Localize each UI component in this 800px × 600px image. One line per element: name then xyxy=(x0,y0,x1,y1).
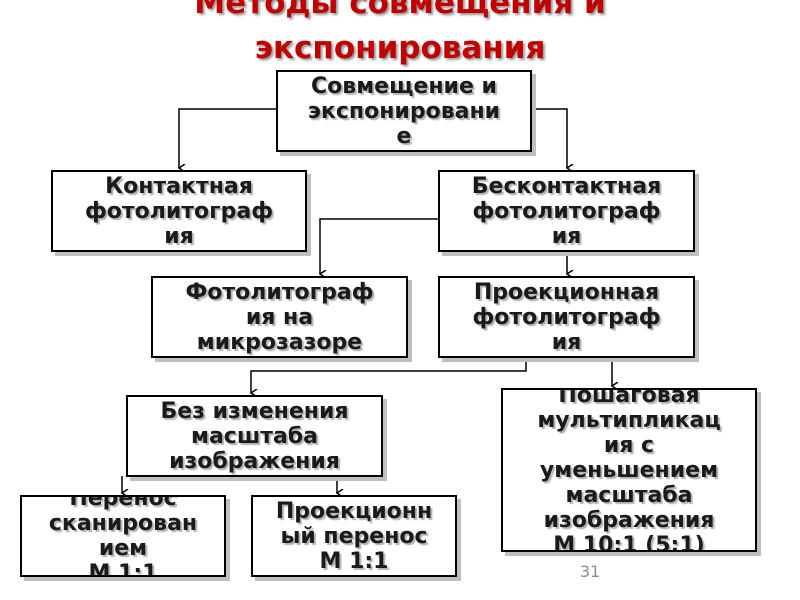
node-scan: Перенос сканирован ием М 1:1 xyxy=(20,495,226,577)
node-noncontact-label: Бесконтактная фотолитограф ия xyxy=(471,173,662,249)
node-root-label: Совмещение и экспонировани е xyxy=(307,73,501,149)
link-root-contact xyxy=(179,108,276,168)
node-contact: Контактная фотолитограф ия xyxy=(51,170,307,252)
node-projection: Проекционная фотолитограф ия xyxy=(438,276,695,358)
slide-title-line-2: экспонирования xyxy=(254,30,546,66)
node-projection-label: Проекционная фотолитограф ия xyxy=(472,279,661,355)
node-proj-transfer: Проекционн ый перенос М 1:1 xyxy=(251,495,457,577)
node-proj-transfer-label: Проекционн ый перенос М 1:1 xyxy=(275,498,433,574)
slide-title-line-1: Методы совмещения и xyxy=(194,0,606,21)
node-step-multiply: Пошаговая мультипликац ия с уменьшением … xyxy=(501,388,757,552)
node-step-multiply-label: Пошаговая мультипликац ия с уменьшением … xyxy=(537,388,721,552)
node-no-scale: Без изменения масштаба изображения xyxy=(126,395,383,477)
slide-number: 31 xyxy=(579,562,601,581)
node-microgap: Фотолитограф ия на микрозазоре xyxy=(151,276,408,358)
node-noncontact: Бесконтактная фотолитограф ия xyxy=(438,170,695,252)
node-no-scale-label: Без изменения масштаба изображения xyxy=(160,398,349,474)
node-root: Совмещение и экспонировани е xyxy=(276,70,532,152)
link-noncontact-microgap xyxy=(320,218,438,274)
link-root-noncontact xyxy=(532,108,567,168)
link-projection-noscale xyxy=(251,357,527,393)
node-microgap-label: Фотолитограф ия на микрозазоре xyxy=(185,279,374,355)
node-contact-label: Контактная фотолитограф ия xyxy=(84,173,274,249)
node-scan-label: Перенос сканирован ием М 1:1 xyxy=(48,495,198,577)
